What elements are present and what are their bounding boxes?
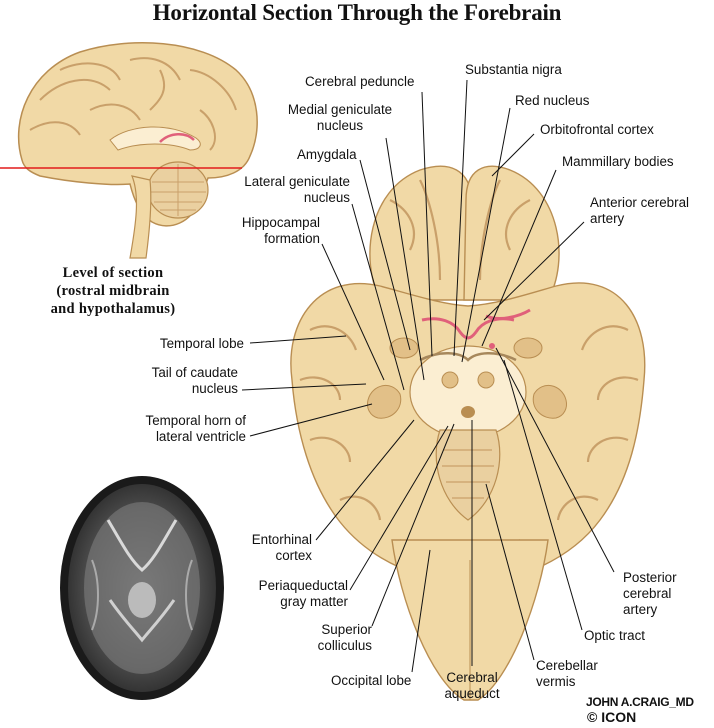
- level-caption-line1: Level of section: [62, 265, 164, 281]
- label-entorhinal-line1: Entorhinal: [251, 532, 312, 547]
- label-posterior-cerebral-line3: artery: [623, 602, 658, 617]
- label-tail-of-caudate-nucleus: Tail of caudate nucleus: [130, 365, 238, 397]
- label-lateral-geniculate-line1: Lateral geniculate: [244, 174, 350, 189]
- label-periaqueductal-line2: gray matter: [280, 594, 348, 609]
- level-caption-line3: and hypothalamus): [50, 301, 176, 317]
- label-anterior-cerebral-line1: Anterior cerebral: [590, 195, 689, 210]
- figure-title: Horizontal Section Through the Forebrain: [152, 0, 562, 25]
- label-substantia-nigra: Substantia nigra: [465, 62, 562, 77]
- mri-scan: [60, 476, 224, 700]
- label-entorhinal-cortex: Entorhinal cortex: [236, 532, 312, 564]
- label-amygdala: Amygdala: [297, 147, 357, 162]
- label-superior-colliculus-line2: colliculus: [317, 638, 372, 653]
- label-red-nucleus: Red nucleus: [515, 93, 590, 108]
- label-cerebellar-vermis-line2: vermis: [536, 674, 576, 689]
- label-medial-geniculate-line1: Medial geniculate: [287, 102, 393, 117]
- label-cerebral-aqueduct: Cerebral aqueduct: [440, 670, 504, 702]
- label-superior-colliculus-line1: Superior: [321, 622, 372, 637]
- label-tail-caudate-line1: Tail of caudate: [151, 365, 238, 380]
- label-orbitofrontal-cortex: Orbitofrontal cortex: [540, 122, 654, 137]
- label-cerebellar-vermis: Cerebellar vermis: [536, 658, 598, 690]
- label-cerebral-aqueduct-line1: Cerebral: [446, 670, 498, 685]
- label-anterior-cerebral-line2: artery: [590, 211, 625, 226]
- label-superior-colliculus: Superior colliculus: [300, 622, 372, 654]
- label-hippocampal-line1: Hippocampal: [241, 215, 320, 230]
- label-medial-geniculate-line2: nucleus: [316, 118, 364, 133]
- label-cerebral-aqueduct-line2: aqueduct: [444, 686, 500, 701]
- label-temporal-horn-line2: lateral ventricle: [155, 429, 246, 444]
- label-entorhinal-line2: cortex: [275, 548, 312, 563]
- label-hippocampal-line2: formation: [264, 231, 320, 246]
- label-lateral-geniculate-nucleus: Lateral geniculate nucleus: [232, 174, 350, 206]
- label-posterior-cerebral-line1: Posterior: [623, 570, 677, 585]
- publisher-mark: © ICON: [587, 709, 637, 725]
- artist-signature: JOHN A.CRAIG_MD: [586, 695, 694, 709]
- label-temporal-lobe: Temporal lobe: [159, 336, 244, 351]
- leader-lines: [241, 79, 615, 673]
- label-tail-caudate-line2: nucleus: [191, 381, 238, 396]
- sagittal-brain-drawing: [17, 42, 258, 259]
- label-hippocampal-formation: Hippocampal formation: [230, 215, 320, 247]
- label-cerebellar-vermis-line1: Cerebellar: [536, 658, 598, 673]
- level-of-section-caption: Level of section (rostral midbrain and h…: [18, 264, 208, 318]
- label-periaqueductal-gray-matter: Periaqueductal gray matter: [240, 578, 348, 610]
- label-temporal-horn: Temporal horn of lateral ventricle: [130, 413, 246, 445]
- label-occipital-lobe: Occipital lobe: [331, 673, 412, 688]
- label-cerebral-peduncle: Cerebral peduncle: [305, 74, 415, 89]
- label-medial-geniculate-nucleus: Medial geniculate nucleus: [278, 102, 402, 134]
- level-caption-line2: (rostral midbrain: [56, 283, 170, 299]
- horizontal-section-drawing: [290, 165, 646, 701]
- label-optic-tract: Optic tract: [584, 628, 646, 643]
- label-anterior-cerebral-artery: Anterior cerebral artery: [590, 195, 689, 227]
- label-posterior-cerebral-artery: Posterior cerebral artery: [623, 570, 677, 618]
- label-posterior-cerebral-line2: cerebral: [623, 586, 672, 601]
- label-lateral-geniculate-line2: nucleus: [303, 190, 350, 205]
- label-temporal-horn-line1: Temporal horn of: [145, 413, 246, 428]
- label-mammillary-bodies: Mammillary bodies: [562, 154, 674, 169]
- label-periaqueductal-line1: Periaqueductal: [258, 578, 348, 593]
